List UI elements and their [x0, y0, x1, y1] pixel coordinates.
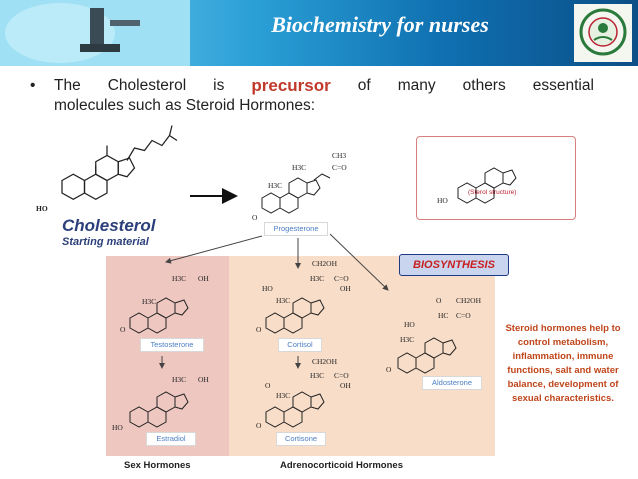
- chol-ho-label: HO: [36, 204, 48, 213]
- sterol-structure-label: (Sterol structure): [468, 189, 517, 196]
- testosterone-structure: [129, 297, 189, 334]
- cholesterol-label: Cholesterol: [62, 216, 156, 235]
- sterol-structure-box: [416, 136, 576, 220]
- estradiol-structure: [129, 391, 189, 428]
- test-o: O: [120, 325, 126, 334]
- cortisone-h3c-2: H3C: [276, 391, 290, 400]
- cortisol-ch2oh: CH2OH: [312, 259, 338, 268]
- estr-h3c: H3C: [172, 375, 186, 384]
- sex-hormones-panel: [106, 256, 229, 456]
- bullet-word: The: [54, 77, 81, 94]
- estradiol-label: Estradiol: [146, 432, 196, 446]
- cortisol-co: C=O: [334, 274, 349, 283]
- cortisol-oh: OH: [340, 284, 351, 293]
- bullet-word: others: [462, 77, 506, 94]
- bullet-word: many: [397, 77, 436, 94]
- cortisone-o: O: [256, 421, 262, 430]
- prog-o: O: [252, 213, 258, 222]
- adrenocorticoid-label: Adrenocorticoid Hormones: [280, 460, 403, 471]
- cortisone-co: C=O: [334, 371, 349, 380]
- estr-ho: HO: [112, 423, 123, 432]
- bullet-word: of: [357, 77, 371, 94]
- cortisone-ch2oh: CH2OH: [312, 357, 338, 366]
- arrow-to-aldosterone: [329, 233, 389, 291]
- cortisol-label: Cortisol: [278, 338, 322, 352]
- adrenocorticoid-panel: [229, 256, 495, 456]
- sterol-structure: [457, 167, 517, 204]
- biosynthesis-badge: BIOSYNTHESIS: [399, 254, 509, 276]
- cortisol-ho: HO: [262, 284, 273, 293]
- prog-co: C=O: [332, 163, 347, 172]
- aldo-o-2: O: [386, 365, 392, 374]
- sex-hormones-label: Sex Hormones: [124, 460, 191, 471]
- cortisol-h3c-2: H3C: [276, 296, 290, 305]
- aldosterone-label: Aldosterone: [422, 376, 482, 390]
- cholesterol-structure: [61, 125, 178, 200]
- aldo-ho: HO: [404, 320, 415, 329]
- prog-h3c-2: H3C: [268, 181, 282, 190]
- page-title: Biochemistry for nurses: [271, 12, 489, 37]
- aldo-hc: HC: [438, 311, 448, 320]
- cortisone-o-top: O: [265, 381, 271, 390]
- bullet-word: essential: [532, 77, 594, 94]
- progesterone-structure: [261, 173, 331, 214]
- cortisone-structure: [265, 391, 325, 428]
- university-logo-icon: [574, 4, 632, 62]
- cortisol-h3c: H3C: [310, 274, 324, 283]
- arrow-to-testosterone: [165, 235, 263, 264]
- estr-oh: OH: [198, 375, 209, 384]
- test-h3c: H3C: [172, 274, 186, 283]
- bullet-word: Cholesterol: [107, 77, 187, 94]
- prog-h3c: H3C: [292, 163, 306, 172]
- testosterone-label: Testosterone: [140, 338, 204, 352]
- cortisol-o: O: [256, 325, 262, 334]
- header-banner: Biochemistry for nurses: [0, 0, 638, 66]
- cortisone-oh: OH: [340, 381, 351, 390]
- test-h3c-2: H3C: [142, 297, 156, 306]
- bullet-line-1: The Cholesterol is precursor of many oth…: [54, 76, 594, 96]
- progesterone-label: Progesterone: [264, 222, 328, 236]
- prog-ch3: CH3: [332, 151, 346, 160]
- test-oh: OH: [198, 274, 209, 283]
- microscope-image: [0, 0, 190, 66]
- starting-material-label: Starting material: [62, 236, 149, 248]
- aldo-co: C=O: [456, 311, 471, 320]
- cortisone-h3c: H3C: [310, 371, 324, 380]
- bullet-word: is: [213, 77, 225, 94]
- bullet-line-2: molecules such as Steroid Hormones:: [54, 97, 316, 114]
- bullet-marker: •: [30, 77, 36, 94]
- aldo-ch2oh: CH2OH: [456, 296, 482, 305]
- precursor-highlight: precursor: [251, 76, 331, 95]
- aldo-o: O: [436, 296, 442, 305]
- sterol-ho: HO: [437, 196, 448, 205]
- cortisol-structure: [265, 297, 325, 334]
- aldo-h3c: H3C: [400, 335, 414, 344]
- steroid-note: Steroid hormones help to control metabol…: [505, 323, 621, 404]
- cortisone-label: Cortisone: [276, 432, 326, 446]
